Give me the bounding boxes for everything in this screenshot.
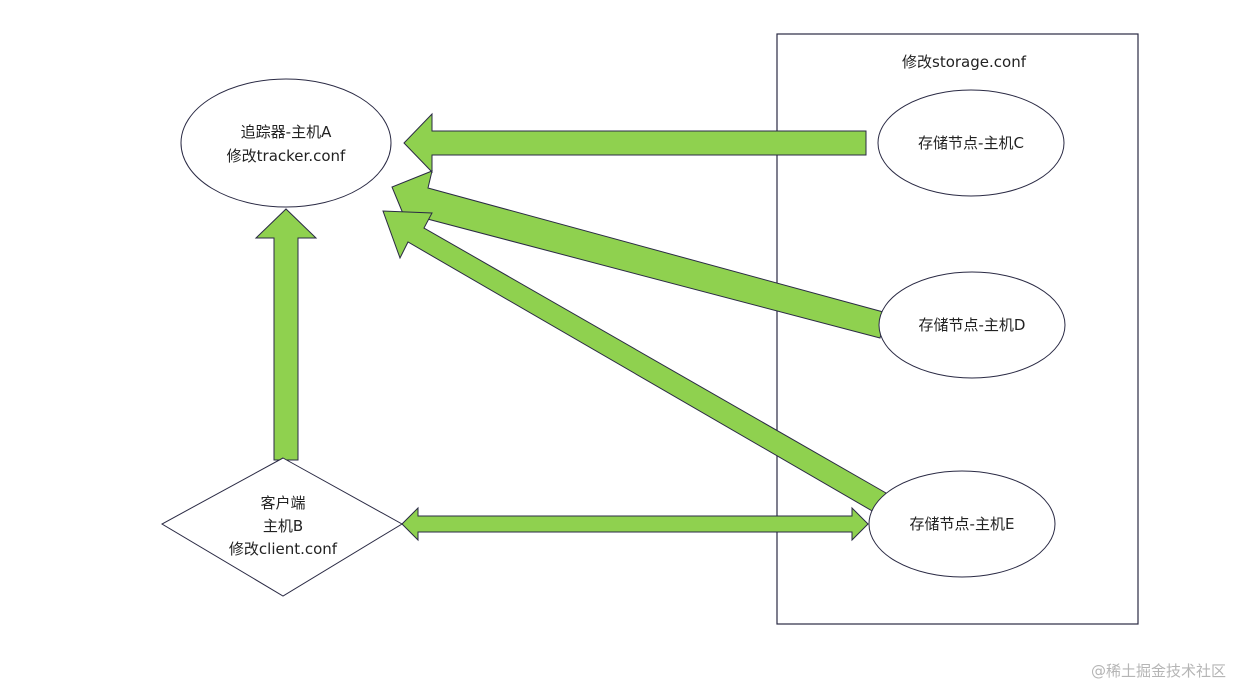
arrow-client-storage-e-bidirectional <box>401 506 869 542</box>
client-label-line3: 修改client.conf <box>229 540 338 558</box>
arrow-client-to-tracker <box>254 208 318 461</box>
client-node: 客户端 主机B 修改client.conf <box>160 457 403 597</box>
arrow-storage-d-to-tracker <box>391 170 888 339</box>
storage-group-label: 修改storage.conf <box>902 53 1027 71</box>
storage-group-box <box>776 33 1139 625</box>
tracker-node: 追踪器-主机A 修改tracker.conf <box>180 78 392 208</box>
tracker-label-line2: 修改tracker.conf <box>227 147 346 165</box>
storage-e-node: 存储节点-主机E <box>868 470 1056 578</box>
storage-e-label: 存储节点-主机E <box>910 515 1015 533</box>
client-label-line2: 主机B <box>263 517 303 535</box>
storage-d-label: 存储节点-主机D <box>919 316 1026 334</box>
client-label-line1: 客户端 <box>260 494 305 512</box>
storage-c-node: 存储节点-主机C <box>877 89 1065 197</box>
arrow-storage-c-to-tracker <box>403 112 867 174</box>
arrow-storage-e-to-tracker <box>382 210 887 513</box>
tracker-label-line1: 追踪器-主机A <box>241 123 332 141</box>
watermark: @稀土掘金技术社区 <box>1091 662 1226 680</box>
storage-c-label: 存储节点-主机C <box>918 134 1024 152</box>
storage-d-node: 存储节点-主机D <box>878 271 1066 379</box>
